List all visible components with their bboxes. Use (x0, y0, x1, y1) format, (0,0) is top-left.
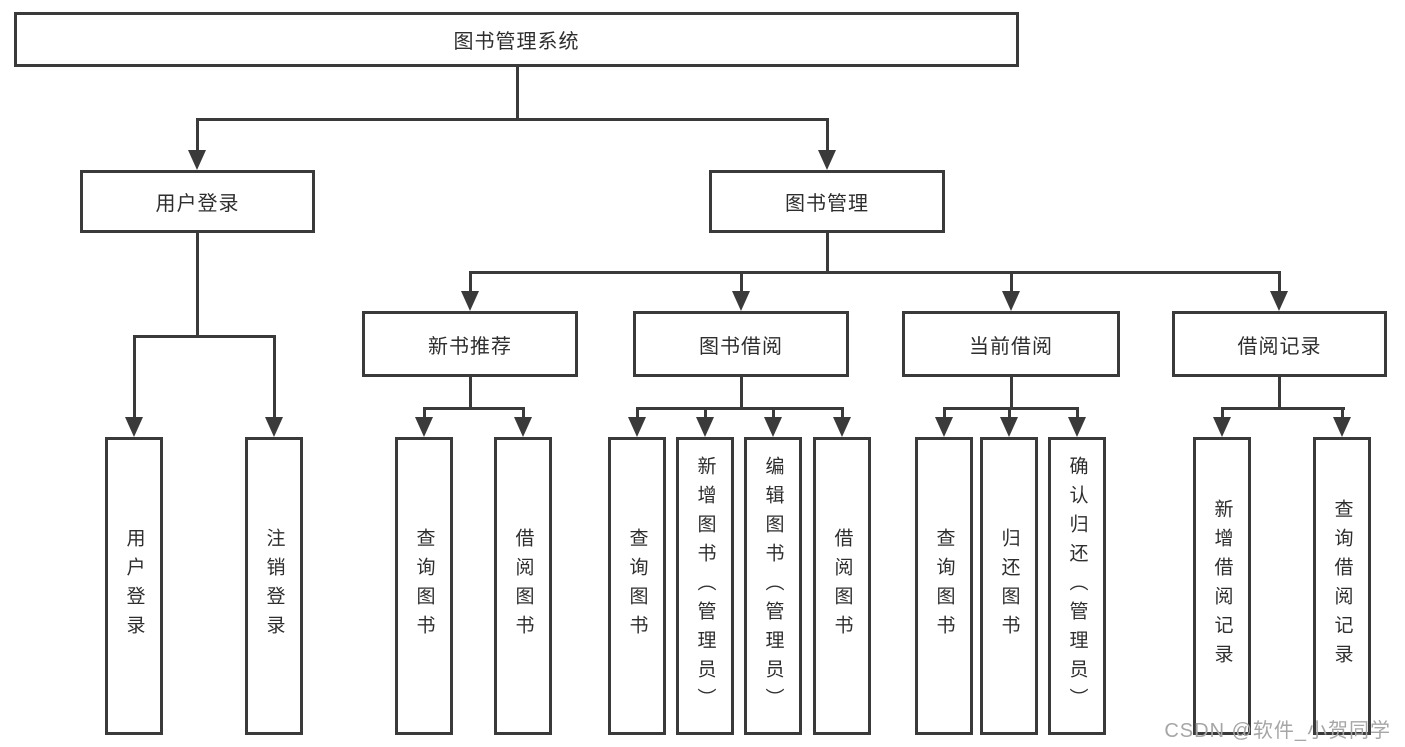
leaf-edit-books-admin: 编辑图书（管理员） (744, 437, 802, 735)
leaf-label: 新增借阅记录 (1211, 499, 1233, 673)
connector-line (740, 377, 743, 410)
node-new-book-recommendation: 新书推荐 (362, 311, 578, 377)
leaf-label: 查询图书 (933, 528, 955, 644)
connector-line (943, 407, 1079, 410)
leaf-user-login: 用户登录 (105, 437, 163, 735)
connector-line (1278, 377, 1281, 410)
leaf-label: 借阅图书 (831, 528, 853, 644)
node-label: 图书管理系统 (453, 31, 580, 53)
connector-line (1221, 407, 1224, 418)
connector-line (196, 233, 199, 337)
arrow-down-icon (1213, 417, 1231, 437)
arrow-down-icon (935, 417, 953, 437)
node-book-management: 图书管理 (709, 170, 945, 233)
node-label: 用户登录 (155, 193, 240, 215)
connector-line (1076, 407, 1079, 418)
leaf-label: 查询图书 (413, 528, 435, 644)
connector-line (469, 377, 472, 410)
connector-line (1221, 407, 1345, 410)
leaf-return-books: 归还图书 (980, 437, 1038, 735)
connector-line (1010, 271, 1013, 292)
connector-line (423, 407, 426, 418)
leaf-label: 编辑图书（管理员） (762, 455, 784, 717)
arrow-down-icon (764, 417, 782, 437)
leaf-label: 归还图书 (998, 528, 1020, 644)
connector-line (772, 407, 775, 418)
connector-line (704, 407, 707, 418)
connector-line (1278, 271, 1281, 292)
connector-line (636, 407, 844, 410)
connector-line (423, 407, 525, 410)
node-root: 图书管理系统 (14, 12, 1019, 67)
arrow-down-icon (1270, 291, 1288, 311)
connector-line (133, 335, 276, 338)
arrow-down-icon (833, 417, 851, 437)
connector-line (1341, 407, 1344, 418)
leaf-borrow-books: 借阅图书 (813, 437, 871, 735)
node-label: 当前借阅 (969, 335, 1053, 358)
leaf-add-borrow-record: 新增借阅记录 (1193, 437, 1251, 735)
connector-line (196, 118, 199, 151)
leaf-label: 查询图书 (626, 528, 648, 644)
arrow-down-icon (1333, 417, 1351, 437)
leaf-label: 确认归还（管理员） (1066, 455, 1088, 717)
node-current-borrowing: 当前借阅 (902, 311, 1120, 377)
arrow-down-icon (415, 417, 433, 437)
leaf-borrow-books-recommend: 借阅图书 (494, 437, 552, 735)
connector-line (636, 407, 639, 418)
connector-line (522, 407, 525, 418)
connector-line (273, 335, 276, 418)
leaf-logout: 注销登录 (245, 437, 303, 735)
leaf-add-books-admin: 新增图书（管理员） (676, 437, 734, 735)
arrow-down-icon (732, 291, 750, 311)
connector-line (469, 271, 472, 292)
connector-line (943, 407, 946, 418)
node-borrowing-records: 借阅记录 (1172, 311, 1387, 377)
csdn-watermark: CSDN @软件_小贺同学 (1164, 720, 1391, 742)
arrow-down-icon (1068, 417, 1086, 437)
node-user-login: 用户登录 (80, 170, 315, 233)
arrow-down-icon (265, 417, 283, 437)
arrow-down-icon (188, 150, 206, 170)
leaf-query-books-recommend: 查询图书 (395, 437, 453, 735)
node-book-borrowing: 图书借阅 (633, 311, 849, 377)
connector-line (841, 407, 844, 418)
arrow-down-icon (818, 150, 836, 170)
node-label: 图书借阅 (699, 335, 783, 358)
leaf-label: 注销登录 (263, 528, 285, 644)
connector-line (826, 118, 829, 151)
leaf-label: 新增图书（管理员） (694, 455, 716, 717)
arrow-down-icon (125, 417, 143, 437)
connector-line (1008, 407, 1011, 418)
connector-line (196, 118, 829, 121)
leaf-query-books-current: 查询图书 (915, 437, 973, 735)
connector-line (1010, 377, 1013, 410)
connector-line (133, 335, 136, 418)
node-label: 借阅记录 (1237, 335, 1322, 358)
leaf-query-borrow-record: 查询借阅记录 (1313, 437, 1371, 735)
node-label: 图书管理 (785, 193, 869, 215)
connector-line (469, 271, 1281, 274)
arrow-down-icon (514, 417, 532, 437)
arrow-down-icon (1000, 417, 1018, 437)
arrow-down-icon (696, 417, 714, 437)
arrow-down-icon (1002, 291, 1020, 311)
connector-line (740, 271, 743, 292)
connector-line (826, 233, 829, 274)
leaf-label: 查询借阅记录 (1331, 499, 1353, 673)
leaf-label: 用户登录 (123, 528, 145, 644)
leaf-query-books-borrowing: 查询图书 (608, 437, 666, 735)
arrow-down-icon (461, 291, 479, 311)
arrow-down-icon (628, 417, 646, 437)
connector-line (516, 67, 519, 120)
node-label: 新书推荐 (428, 335, 512, 358)
leaf-confirm-return-admin: 确认归还（管理员） (1048, 437, 1106, 735)
leaf-label: 借阅图书 (512, 528, 534, 644)
